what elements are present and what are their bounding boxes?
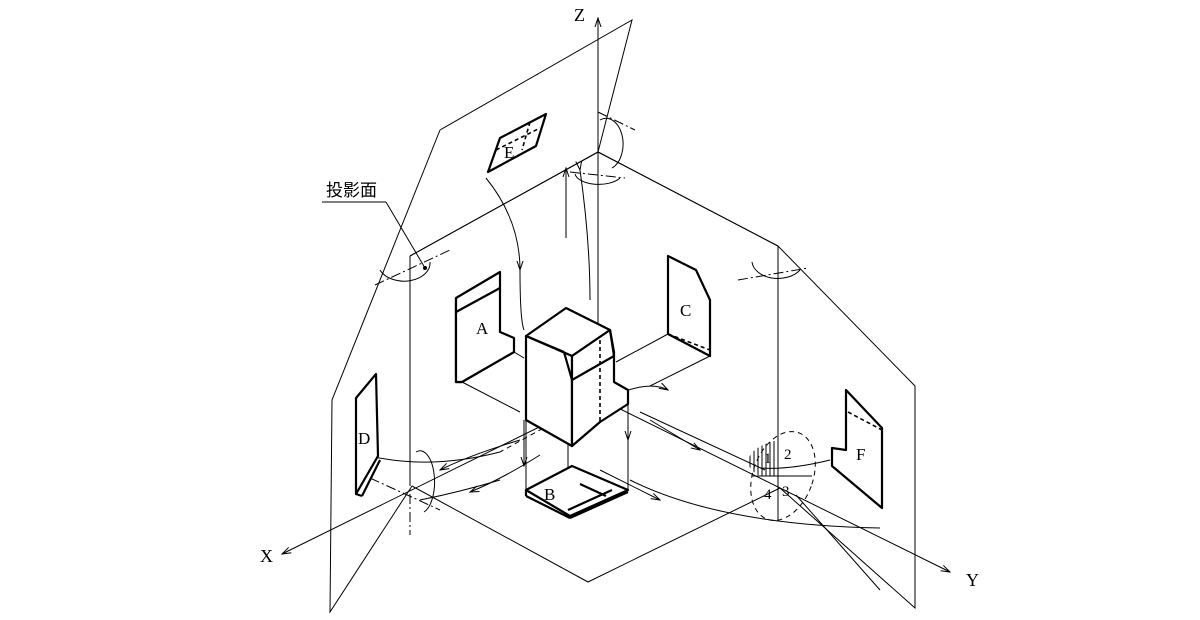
view-e-label: E: [504, 143, 514, 162]
view-d-label: D: [358, 429, 370, 448]
quadrant-4: 4: [764, 487, 772, 503]
y-axis-line: [597, 397, 950, 572]
floor-plane: [411, 485, 781, 583]
quadrant-3: 3: [782, 484, 790, 500]
projection-plane-label: 投影面: [326, 181, 377, 201]
hinge-marks: [369, 111, 809, 535]
plane-top-edge-right: [597, 151, 779, 247]
view-f-label: F: [856, 445, 865, 464]
projection-planes: [329, 18, 916, 614]
view-a: A: [454, 270, 516, 384]
view-d: D: [354, 372, 381, 498]
view-c: C: [666, 254, 712, 358]
view-a-label: A: [476, 319, 489, 338]
z-axis-label: Z: [574, 5, 585, 25]
quadrant-1: 1: [764, 451, 772, 467]
x-axis-label: X: [260, 546, 273, 566]
coordinate-axes: Z X Y: [260, 5, 979, 590]
view-b: B: [524, 404, 630, 520]
projection-arrows: [369, 168, 881, 591]
view-e: E: [486, 112, 548, 174]
projection-plane-callout: 投影面: [322, 181, 427, 270]
right-vertical-plane: [597, 151, 916, 610]
view-c-label: C: [680, 301, 691, 320]
view-f: F: [830, 388, 884, 510]
left-vertical-plane: [329, 129, 441, 614]
y-axis-label: Y: [966, 570, 979, 590]
main-object: [524, 306, 630, 448]
quadrant-2: 2: [784, 447, 792, 463]
quadrant-ellipse: 1 2 3 4: [748, 430, 816, 521]
plane-top-edge-left: [409, 151, 599, 257]
view-b-label: B: [544, 485, 555, 504]
